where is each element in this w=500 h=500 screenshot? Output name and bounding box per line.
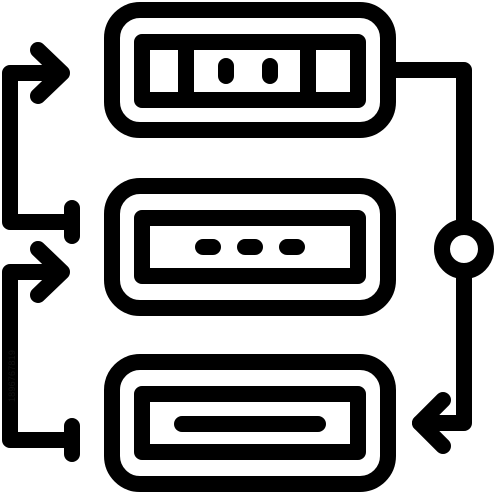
bottom-module-outer-frame [104,354,396,492]
arrow-left-icon-bottom [412,392,451,454]
left-lower-connector [2,241,80,462]
right-connector-upper-line [380,62,472,234]
bottom-module-inner-panel [134,386,366,460]
left-upper-connector-line [2,65,80,230]
middle-module-inner-panel [134,210,366,284]
top-module-inner-panel [134,34,366,108]
middle-module [104,178,396,316]
left-upper-connector [2,42,80,244]
top-module-outer-frame [104,2,396,138]
right-connector-lower-line [412,264,472,431]
right-connector [380,62,494,454]
arrow-right-icon-top [30,42,70,104]
stock-id-watermark: 1896767819 [7,349,17,403]
left-lower-connector-line [2,264,80,448]
arrow-right-icon-middle [30,241,70,303]
bottom-module [104,354,396,492]
top-module [104,2,396,138]
middle-module-outer-frame [104,178,396,316]
